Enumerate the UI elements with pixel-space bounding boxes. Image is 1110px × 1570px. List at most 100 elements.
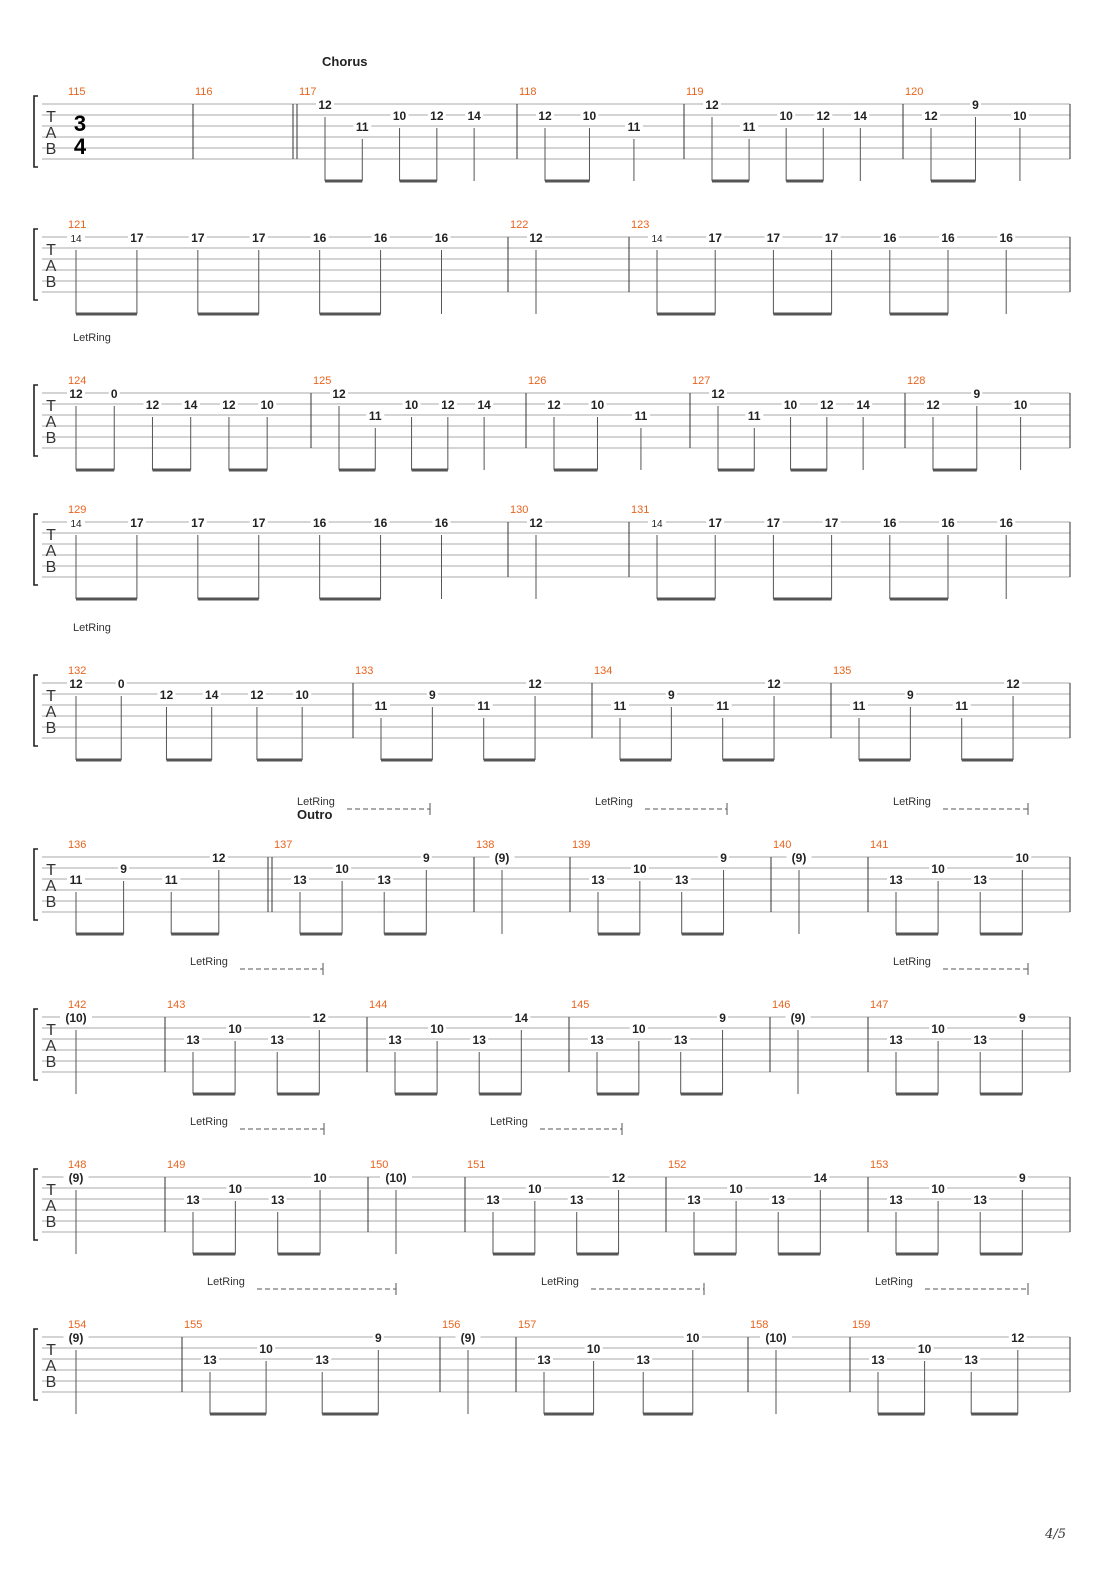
fret-number: 10	[430, 1022, 444, 1036]
fret-background	[1010, 110, 1029, 122]
measure-number: 116	[195, 86, 213, 98]
fret-number: 9	[423, 851, 430, 865]
fret-number: 13	[186, 1193, 200, 1207]
fret-number: 9	[375, 1331, 382, 1345]
time-signature-bottom: 4	[74, 134, 87, 159]
fret-background	[869, 1354, 887, 1366]
tab-system: TAB142(10)143LetRing13101312144131013141…	[33, 956, 1071, 1096]
tab-clef-letter: T	[46, 109, 56, 126]
fret-number: 16	[883, 516, 897, 530]
measure-number: 149	[167, 1159, 185, 1171]
measure-number: 156	[442, 1319, 460, 1331]
fret-number: 10	[228, 1022, 242, 1036]
fret-number: 11	[369, 409, 382, 423]
fret-number: 10	[931, 1022, 945, 1036]
measure-number: 153	[870, 1159, 888, 1171]
fret-number: 10	[1016, 851, 1030, 865]
let-ring-label: LetRing	[595, 796, 633, 808]
fret-number: 9	[1019, 1171, 1026, 1185]
fret-background	[811, 1172, 830, 1184]
fret-background	[310, 517, 329, 529]
measure-number: 157	[518, 1319, 536, 1331]
measure-number: 127	[692, 375, 710, 387]
fret-number: 17	[709, 231, 723, 245]
fret-background	[226, 1023, 245, 1035]
tab-clef-letter: T	[46, 398, 56, 415]
let-ring-label: LetRing	[190, 956, 228, 968]
fret-background	[209, 852, 228, 864]
fret-number: 13	[772, 1193, 786, 1207]
fret-number: 10	[405, 398, 419, 412]
fret-background	[402, 399, 421, 411]
fret-background	[915, 1343, 934, 1355]
measure-number: 115	[68, 86, 86, 98]
fret-number: 13	[675, 873, 689, 887]
fret-number: 13	[473, 1033, 487, 1047]
measure-number: 141	[870, 839, 888, 851]
fret-background	[764, 232, 783, 244]
page-number: 4/5	[1045, 1527, 1066, 1542]
tab-clef-letter: A	[46, 1038, 57, 1055]
fret-background	[971, 388, 983, 400]
fret-background	[484, 1194, 502, 1206]
fret-background	[634, 1354, 653, 1366]
tab-clef-letter: B	[46, 430, 57, 447]
fret-number: 9	[973, 387, 980, 401]
measure-number: 151	[467, 1159, 485, 1171]
fret-background	[353, 121, 372, 133]
tab-clef-letter: T	[46, 242, 56, 259]
fret-background	[118, 863, 130, 875]
fret-background	[512, 1012, 531, 1024]
measure-number: 150	[370, 1159, 388, 1171]
tab-system: TAB148(9)149LetRing13101310150(10)151Let…	[33, 1116, 1071, 1256]
fret-number: 12	[547, 398, 561, 412]
fret-background	[127, 517, 146, 529]
measure-number: 125	[313, 375, 331, 387]
fret-number: 13	[316, 1353, 330, 1367]
fret-number: 10	[528, 1182, 542, 1196]
fret-number: 17	[130, 231, 144, 245]
fret-background	[781, 399, 800, 411]
let-ring-label: LetRing	[541, 1276, 579, 1288]
fret-number: 14	[205, 688, 219, 702]
fret-number: 11	[477, 699, 490, 713]
fret-number: 12	[926, 398, 940, 412]
measure-number: 145	[571, 999, 589, 1011]
fret-background	[786, 852, 812, 864]
fret-number: 10	[931, 1182, 945, 1196]
fret-number: 12	[767, 677, 781, 691]
fret-background	[764, 517, 783, 529]
fret-number: 9	[429, 688, 436, 702]
measure-number: 126	[528, 375, 546, 387]
fret-number: 13	[889, 873, 903, 887]
fret-background	[188, 517, 207, 529]
fret-background	[527, 232, 545, 244]
fret-number: 12	[1011, 1331, 1025, 1345]
fret-number: 16	[374, 516, 388, 530]
fret-number: 10	[335, 862, 349, 876]
fret-number: 14	[856, 398, 870, 412]
fret-background	[188, 232, 207, 244]
tab-clef-letter: B	[46, 274, 57, 291]
fret-number: 10	[591, 398, 605, 412]
measure-number: 155	[184, 1319, 202, 1331]
fret-background	[162, 874, 181, 886]
measure-number: 124	[68, 375, 86, 387]
fret-number: 12	[529, 231, 543, 245]
fret-number: 13	[537, 1353, 551, 1367]
fret-number: 0	[118, 677, 125, 691]
fret-number: 14	[814, 1171, 828, 1185]
fret-background	[380, 1172, 412, 1184]
fret-number: 10	[779, 109, 793, 123]
fret-number: 11	[628, 120, 641, 134]
let-ring-label: LetRing	[190, 1116, 228, 1128]
fret-background	[310, 1012, 329, 1024]
fret-number: 13	[637, 1353, 651, 1367]
fret-background	[880, 232, 899, 244]
fret-background	[887, 1194, 905, 1206]
fret-background	[969, 99, 981, 111]
measure-number: 123	[631, 219, 649, 231]
system-bracket	[33, 384, 38, 457]
